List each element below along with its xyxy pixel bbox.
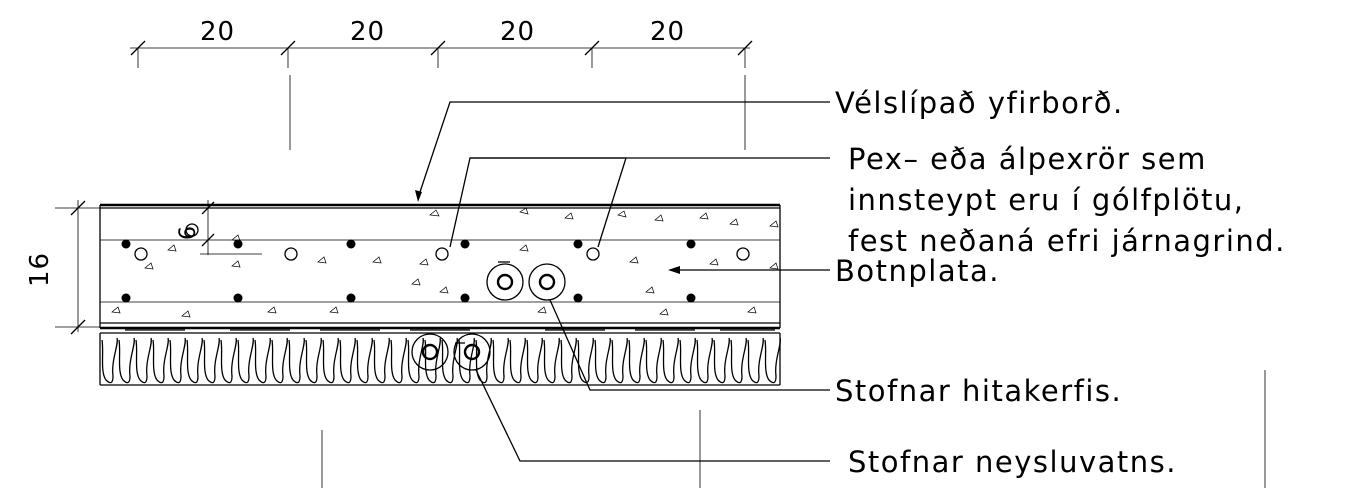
cover-dimension: 6	[176, 200, 262, 255]
concrete-slab	[99, 203, 781, 330]
spacing-dim-4: 20	[650, 17, 685, 47]
label-water-mains: Stofnar neysluvatns.	[848, 445, 1177, 479]
spacing-dim-1: 20	[200, 17, 235, 47]
pex-pipes	[134, 247, 750, 261]
label-base-slab: Botnplata.	[835, 254, 1000, 288]
spacing-dim-3: 20	[500, 17, 535, 47]
extension-lines	[289, 75, 1266, 488]
label-pipes-line-3: fest neðaná efri járnagrind.	[848, 224, 1286, 258]
slab-thickness-dim: 16	[25, 252, 55, 287]
aggregate-texture	[111, 207, 779, 318]
top-cover-dim: 6	[176, 225, 201, 240]
spacing-dimension-chain: 20 20 20 20	[130, 17, 753, 68]
insulation-layer	[99, 329, 781, 386]
heating-mains-pipes	[486, 261, 566, 301]
label-pipes-line-2: innsteypt eru í gólfplötu,	[848, 183, 1245, 217]
bottom-rebar	[121, 293, 696, 303]
spacing-dim-2: 20	[350, 17, 385, 47]
top-rebar	[121, 239, 696, 249]
thickness-dimension: 16	[25, 200, 100, 335]
water-mains-pipes	[411, 333, 491, 371]
label-surface: Vélslípað yfirborð.	[835, 86, 1124, 120]
callout-labels: Vélslípað yfirborð. Pex– eða álpexrör se…	[835, 86, 1286, 479]
leader-lines	[415, 101, 830, 462]
label-heating-mains: Stofnar hitakerfis.	[835, 374, 1122, 408]
label-pipes-line-1: Pex– eða álpexrör sem	[848, 142, 1207, 176]
